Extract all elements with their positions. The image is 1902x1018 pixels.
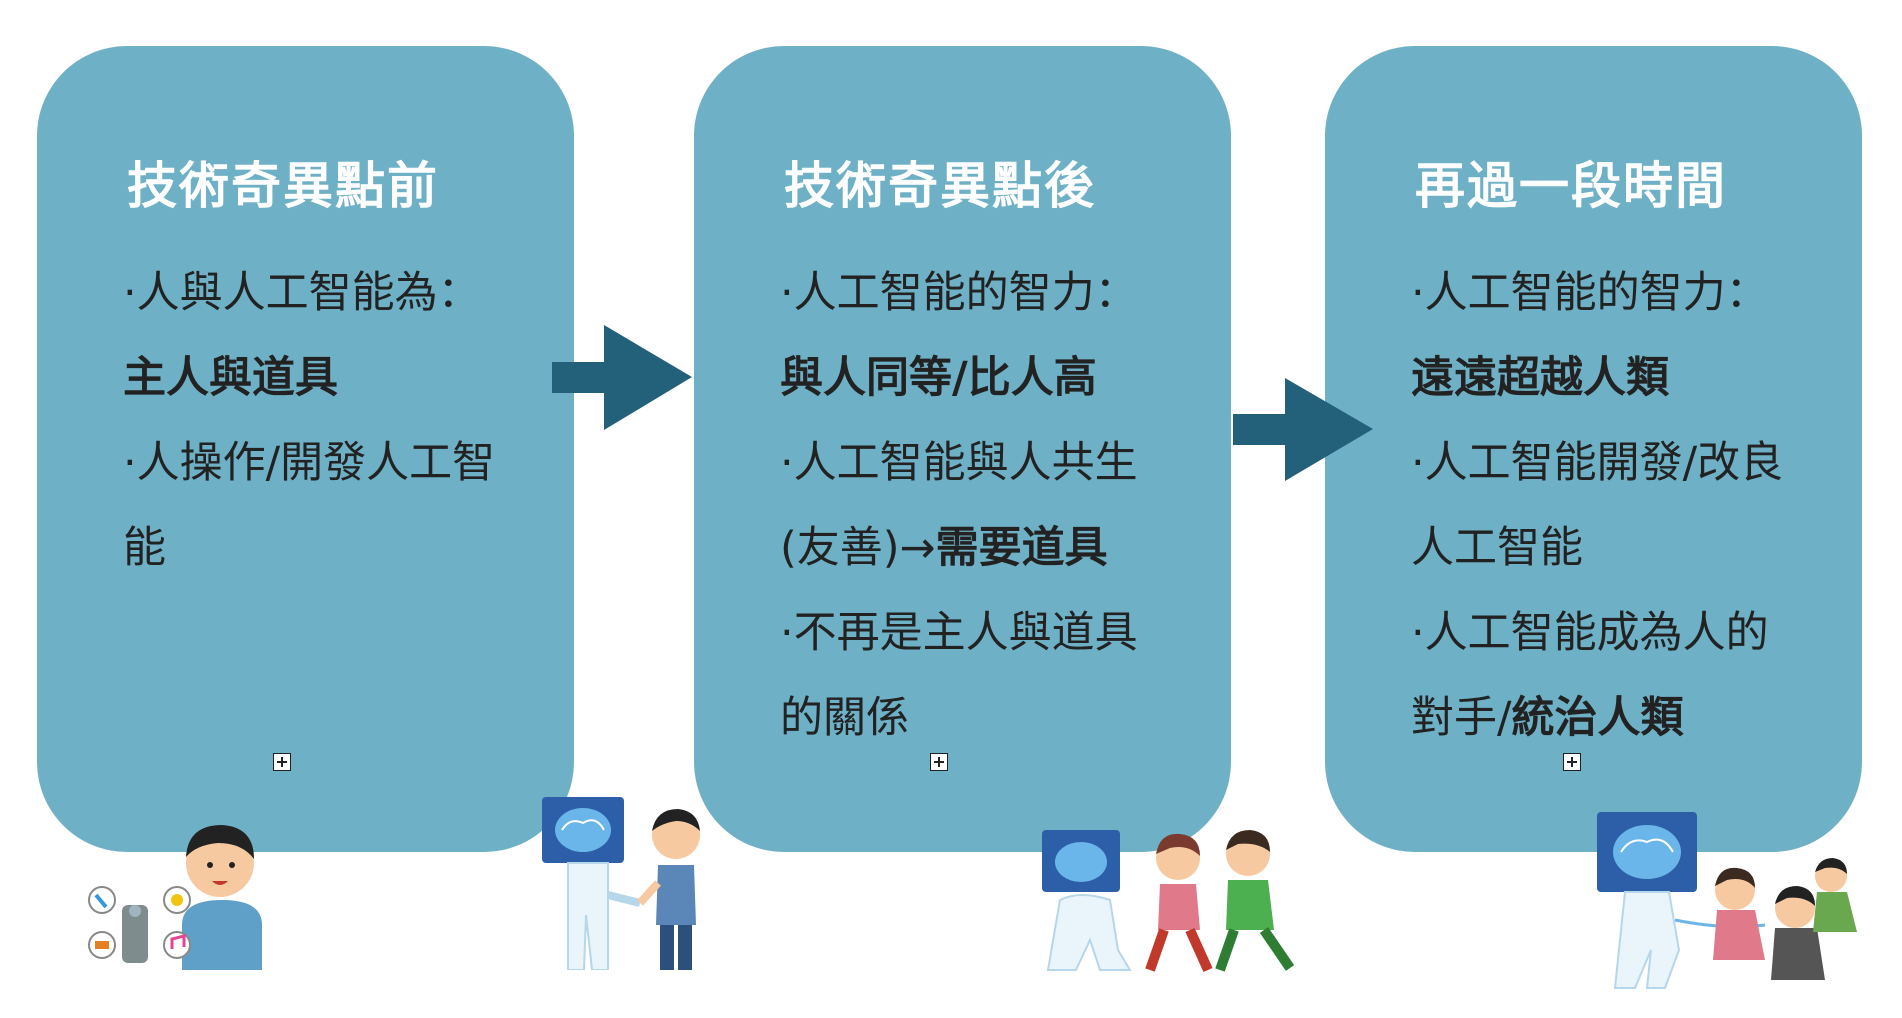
body-text: 能 — [123, 523, 166, 573]
body-text: ·人工智能開發/改良 — [1411, 438, 1784, 488]
emphasis-text: 遠遠超越人類 — [1411, 353, 1669, 403]
emphasis-text: 與人同等/比人高 — [780, 353, 1097, 403]
panel-body-line: ·人工智能開發/改良 — [1411, 421, 1841, 506]
panel-body-line: ·人操作/開發人工智 — [123, 421, 553, 506]
body-text: ·人工智能與人共生 — [780, 438, 1138, 488]
panel-body-line: ·不再是主人與道具 — [780, 591, 1210, 676]
panel-title: 技術奇異點前 — [127, 157, 439, 215]
body-text: ·人工智能的智力： — [1411, 268, 1769, 318]
panel-body: ·人工智能的智力： 與人同等/比人高 ·人工智能與人共生 (友善)→需要道具 ·不再是主… — [780, 251, 1210, 761]
panel-body: ·人與人工智能為： 主人與道具 ·人操作/開發人工智能 — [123, 251, 553, 591]
body-text: ·人工智能的智力： — [780, 268, 1138, 318]
right-arrow-icon — [1233, 378, 1373, 481]
panel-body-line: 對手/統治人類 — [1411, 676, 1841, 761]
panel-before-singularity: 技術奇異點前 ·人與人工智能為： 主人與道具 ·人操作/開發人工智能 — [37, 46, 574, 852]
panel-body-line: ·人與人工智能為： — [123, 251, 553, 336]
body-text: ·人操作/開發人工智 — [123, 438, 496, 488]
emphasis-text: 需要道具 — [935, 523, 1108, 573]
panel-body-line: ·人工智能與人共生 — [780, 421, 1210, 506]
expand-icon[interactable] — [930, 753, 948, 771]
emphasis-text: 統治人類 — [1511, 693, 1684, 743]
body-text: (友善)→ — [780, 523, 936, 573]
panel-later: 再過一段時間 ·人工智能的智力：遠遠超越人類·人工智能開發/改良人工智能·人工智… — [1325, 46, 1862, 852]
panel-body-line: 遠遠超越人類 — [1411, 336, 1841, 421]
panel-title: 技術奇異點後 — [784, 157, 1096, 215]
person-with-smart-speaker-illustration — [88, 825, 262, 970]
ai-robot-leading-people-illustration — [1597, 812, 1857, 989]
body-text: 對手/ — [1411, 693, 1512, 743]
panel-body-line: 人工智能 — [1411, 506, 1841, 591]
panel-after-singularity: 技術奇異點後 ·人工智能的智力： 與人同等/比人高 ·人工智能與人共生 (友善)→需要… — [694, 46, 1231, 852]
panel-body: ·人工智能的智力：遠遠超越人類·人工智能開發/改良人工智能·人工智能成為人的對手… — [1411, 251, 1841, 761]
body-text: ·人工智能成為人的 — [1411, 608, 1769, 658]
ai-robot-chasing-people-illustration — [1042, 830, 1295, 973]
panel-body-line: ·人工智能的智力： — [780, 251, 1210, 336]
panel-title: 再過一段時間 — [1415, 157, 1727, 215]
body-text: ·人與人工智能為： — [123, 268, 481, 318]
panel-body-line: 主人與道具 — [123, 336, 553, 421]
body-text: 人工智能 — [1411, 523, 1583, 573]
panel-body-line: ·人工智能的智力： — [1411, 251, 1841, 336]
panel-body-line: 與人同等/比人高 — [780, 336, 1210, 421]
panel-body-line: (友善)→需要道具 — [780, 506, 1210, 591]
panel-body-line: ·人工智能成為人的 — [1411, 591, 1841, 676]
right-arrow-icon — [552, 325, 692, 430]
panel-body-line: 能 — [123, 506, 553, 591]
emphasis-text: 主人與道具 — [123, 353, 338, 403]
ai-robot-handshake-illustration — [542, 797, 700, 970]
expand-icon[interactable] — [1563, 753, 1581, 771]
body-text: 的關係 — [780, 693, 909, 743]
expand-icon[interactable] — [273, 753, 291, 771]
body-text: ·不再是主人與道具 — [780, 608, 1138, 658]
panel-body-line: 的關係 — [780, 676, 1210, 761]
